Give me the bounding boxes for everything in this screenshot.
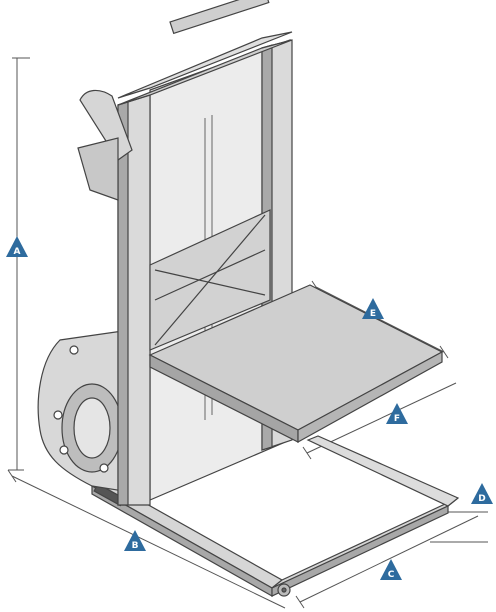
dimension-badge-f: F <box>386 403 408 424</box>
wheel-housing <box>37 329 131 493</box>
dimension-badge-b: B <box>124 530 146 551</box>
dimension-label-f: F <box>394 414 400 424</box>
base-frame <box>90 435 460 598</box>
dimension-badge-a: A <box>6 236 28 257</box>
platform <box>148 284 444 444</box>
dimension-label-d: D <box>478 494 485 504</box>
dimension-label-a: A <box>14 247 21 257</box>
dimension-label-b: B <box>132 541 139 551</box>
dimension-badge-c: C <box>380 559 402 580</box>
dimension-label-e: E <box>370 309 376 319</box>
dimension-label-c: C <box>388 570 395 580</box>
dimension-badge-e: E <box>362 298 384 319</box>
dimension-badge-d: D <box>471 483 493 504</box>
dimension-lines <box>7 57 488 609</box>
